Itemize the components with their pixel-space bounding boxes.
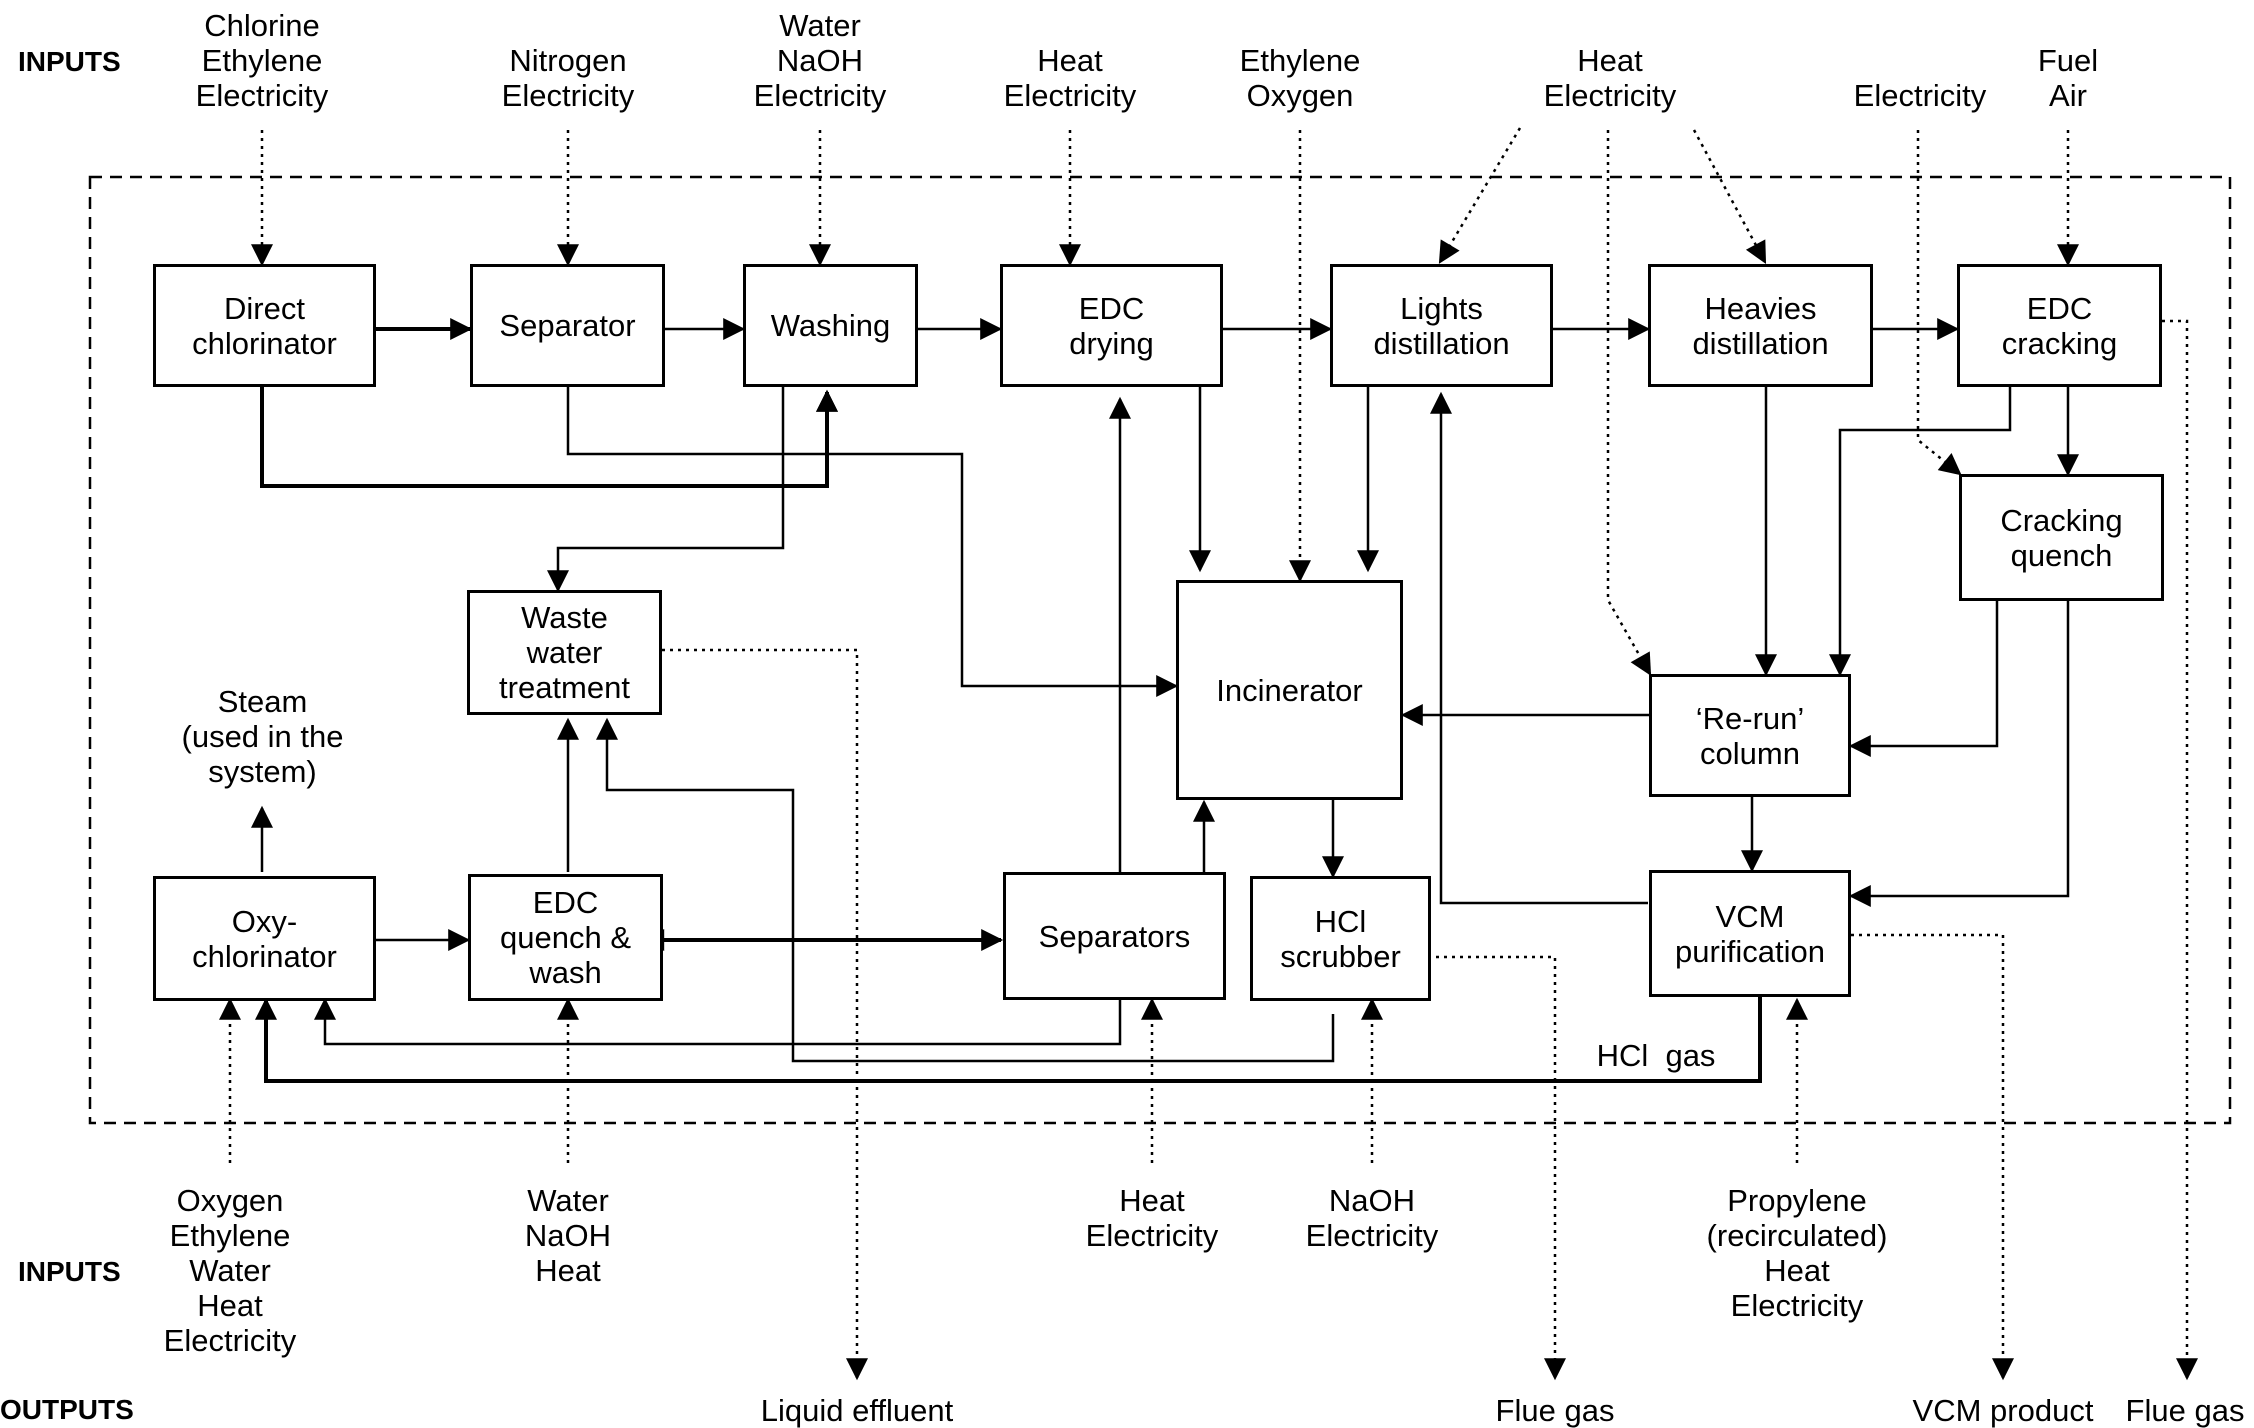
top-input-5: Ethylene Oxygen: [1239, 43, 1361, 113]
box-label: EDC cracking: [2001, 290, 2118, 361]
top-input-6: Heat Electricity: [1543, 43, 1677, 113]
box-waste-water-treatment: Waste water treatment: [467, 590, 662, 715]
top-input-7: Electricity: [1853, 78, 1987, 113]
box-label: Lights distillation: [1373, 290, 1510, 361]
box-lights-distillation: Lights distillation: [1330, 264, 1553, 387]
box-label: Incinerator: [1216, 672, 1363, 708]
top-input-1: Chlorine Ethylene Electricity: [195, 8, 329, 113]
outputs-header: OUTPUTS: [0, 1394, 134, 1425]
box-direct-chlorinator: Direct chlorinator: [153, 264, 376, 387]
box-label: Separators: [1038, 918, 1191, 954]
box-label: Direct chlorinator: [192, 290, 337, 361]
output-flue-gas-1: Flue gas: [1495, 1393, 1615, 1428]
box-label: VCM purification: [1675, 898, 1825, 969]
box-hcl-scrubber: HCl scrubber: [1250, 876, 1431, 1001]
box-edc-cracking: EDC cracking: [1957, 264, 2162, 387]
steam-note: Steam (used in the system): [181, 684, 344, 789]
inputs-bottom-header: INPUTS: [18, 1256, 121, 1287]
box-label: Heavies distillation: [1692, 290, 1829, 361]
inputs-top-header: INPUTS: [18, 46, 121, 77]
box-label: Washing: [770, 308, 891, 343]
box-label: EDC quench & wash: [500, 885, 631, 990]
system-boundary: [88, 175, 2232, 1125]
bottom-input-3: Heat Electricity: [1085, 1183, 1219, 1253]
box-label: Separator: [499, 308, 636, 343]
box-rerun-column: ‘Re-run’ column: [1649, 674, 1851, 797]
box-label: HCl scrubber: [1280, 903, 1401, 974]
top-input-8: Fuel Air: [2037, 43, 2099, 113]
bottom-input-2: Water NaOH Heat: [524, 1183, 612, 1288]
box-label: EDC drying: [1069, 290, 1154, 361]
process-flow-lines: [251, 318, 2079, 1083]
output-vcm-product: VCM product: [1912, 1393, 2094, 1428]
box-vcm-purification: VCM purification: [1649, 870, 1851, 997]
box-label: Oxy- chlorinator: [192, 903, 337, 974]
box-label: Cracking quench: [2000, 502, 2123, 573]
top-input-2: Nitrogen Electricity: [501, 43, 635, 113]
box-incinerator: Incinerator: [1176, 580, 1403, 800]
box-edc-drying: EDC drying: [1000, 264, 1223, 387]
bottom-input-5: Propylene (recirculated) Heat Electricit…: [1706, 1183, 1888, 1323]
hcl-gas-label: HCl gas: [1596, 1038, 1716, 1073]
box-edc-quench-wash: EDC quench & wash: [468, 874, 663, 1001]
box-label: ‘Re-run’ column: [1695, 700, 1805, 771]
bottom-input-4: NaOH Electricity: [1305, 1183, 1439, 1253]
top-input-4: Heat Electricity: [1003, 43, 1137, 113]
box-label: Waste water treatment: [499, 600, 630, 705]
box-cracking-quench: Cracking quench: [1959, 474, 2164, 601]
box-separator: Separator: [470, 264, 665, 387]
bottom-input-1: Oxygen Ethylene Water Heat Electricity: [163, 1183, 297, 1358]
box-separators: Separators: [1003, 872, 1226, 1000]
top-input-arrows: [251, 127, 2079, 676]
box-oxy-chlorinator: Oxy- chlorinator: [153, 876, 376, 1001]
box-washing: Washing: [743, 264, 918, 387]
top-input-3: Water NaOH Electricity: [753, 8, 887, 113]
output-arrows: [662, 319, 2198, 1381]
box-heavies-distillation: Heavies distillation: [1648, 264, 1873, 387]
output-flue-gas-2: Flue gas: [2125, 1393, 2245, 1428]
output-liquid-effluent: Liquid effluent: [760, 1393, 954, 1428]
